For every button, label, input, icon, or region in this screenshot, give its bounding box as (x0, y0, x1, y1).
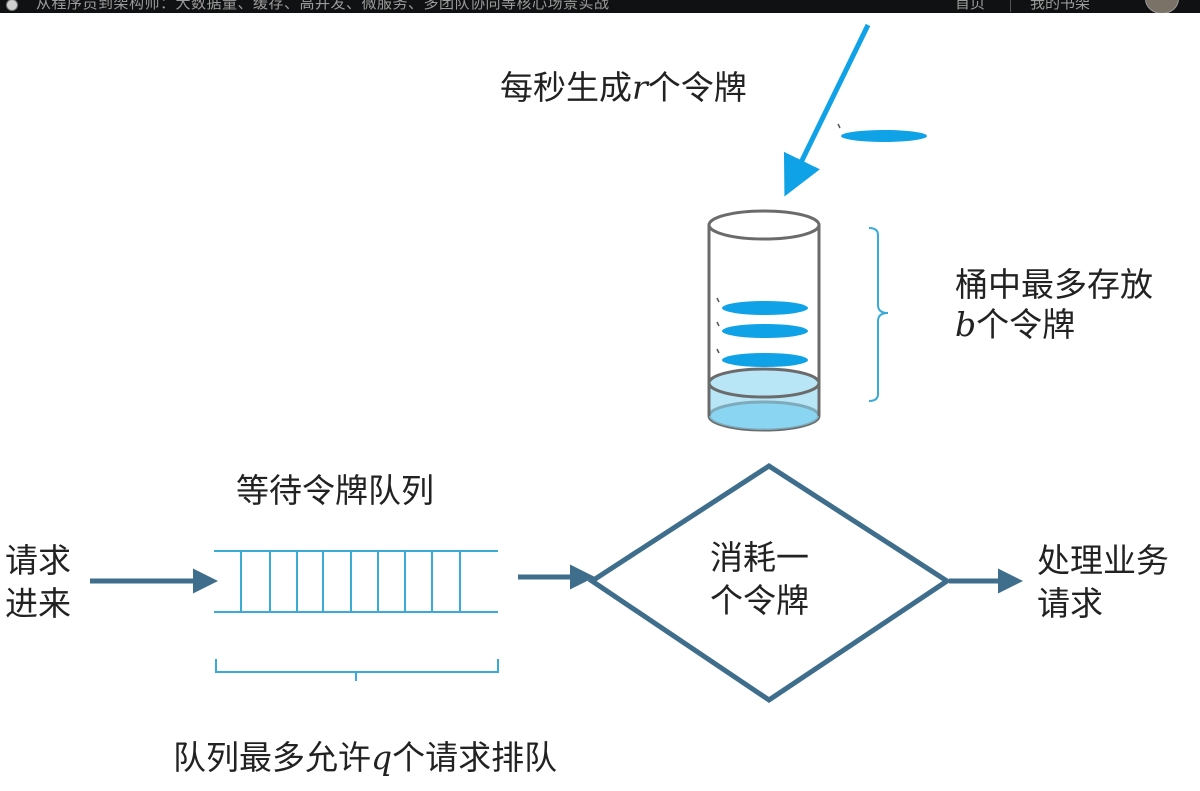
bucket-water (709, 383, 819, 430)
queue-capacity-suffix: 个请求排队 (392, 738, 558, 777)
token-rate-text: 每秒生成 (500, 68, 632, 107)
bucket-rim (707, 209, 821, 241)
nav-divider (1010, 0, 1011, 12)
bucket-capacity-variable: b (955, 304, 977, 344)
nav-home-link[interactable]: 首页 (955, 0, 986, 12)
bucket-capacity-line2: b个令牌 (955, 305, 1153, 345)
book-title: 从程序员到架构师：大数据量、缓存、高并发、微服务、多团队协同等核心场景实战 (36, 0, 610, 12)
token-rate-label: 每秒生成r个令牌 (500, 68, 747, 108)
bucket-capacity-label: 桶中最多存放 b个令牌 (955, 265, 1153, 344)
consume-line1: 消耗一 (710, 538, 809, 577)
queue-title: 等待令牌队列 (236, 471, 434, 510)
request-in-line1: 请求 (5, 541, 71, 580)
falling-token-tick (837, 123, 841, 129)
consume-token-diamond (587, 463, 952, 704)
request-in-line2: 进来 (5, 583, 71, 623)
consume-token-label: 消耗一 个令牌 (710, 537, 809, 623)
waiting-queue (214, 550, 498, 613)
menu-dot-icon[interactable] (6, 0, 18, 11)
consume-line2: 个令牌 (710, 580, 809, 620)
bucket-capacity-line1: 桶中最多存放 (955, 265, 1153, 304)
queue-capacity-label: 队列最多允许q个请求排队 (173, 738, 557, 778)
queue-capacity-variable: q (371, 738, 393, 777)
process-line2: 请求 (1037, 583, 1103, 623)
process-request-label: 处理业务 请求 (1037, 540, 1169, 626)
token-bucket-diagram: 每秒生成r个令牌 桶中最多存放 b个令牌 等待令牌队列 请求 进来 消耗一 个令… (0, 13, 1200, 791)
token-inflow-arrow (783, 23, 871, 197)
avatar[interactable] (1145, 0, 1179, 13)
bucket-token (722, 301, 808, 315)
diagram-graphics (90, 23, 1023, 704)
bucket-token (722, 324, 808, 338)
token-rate-suffix: 个令牌 (647, 68, 747, 107)
falling-token (841, 130, 927, 142)
bucket-token-tick (716, 297, 720, 354)
queue-capacity-brace (215, 659, 499, 681)
process-line1: 处理业务 (1037, 541, 1169, 580)
nav-bookshelf-link[interactable]: 我的书架 (1030, 0, 1091, 12)
token-rate-variable: r (632, 68, 648, 107)
token-bucket (707, 209, 821, 432)
bucket-water-surface (707, 367, 821, 399)
queue-capacity-prefix: 队列最多允许 (173, 738, 371, 777)
bucket-capacity-suffix: 个令牌 (976, 304, 1076, 344)
request-in-label: 请求 进来 (5, 540, 71, 626)
bucket-capacity-brace (868, 227, 889, 402)
bucket-token (722, 353, 808, 367)
reader-top-bar: 从程序员到架构师：大数据量、缓存、高并发、微服务、多团队协同等核心场景实战 首页… (0, 0, 1200, 13)
